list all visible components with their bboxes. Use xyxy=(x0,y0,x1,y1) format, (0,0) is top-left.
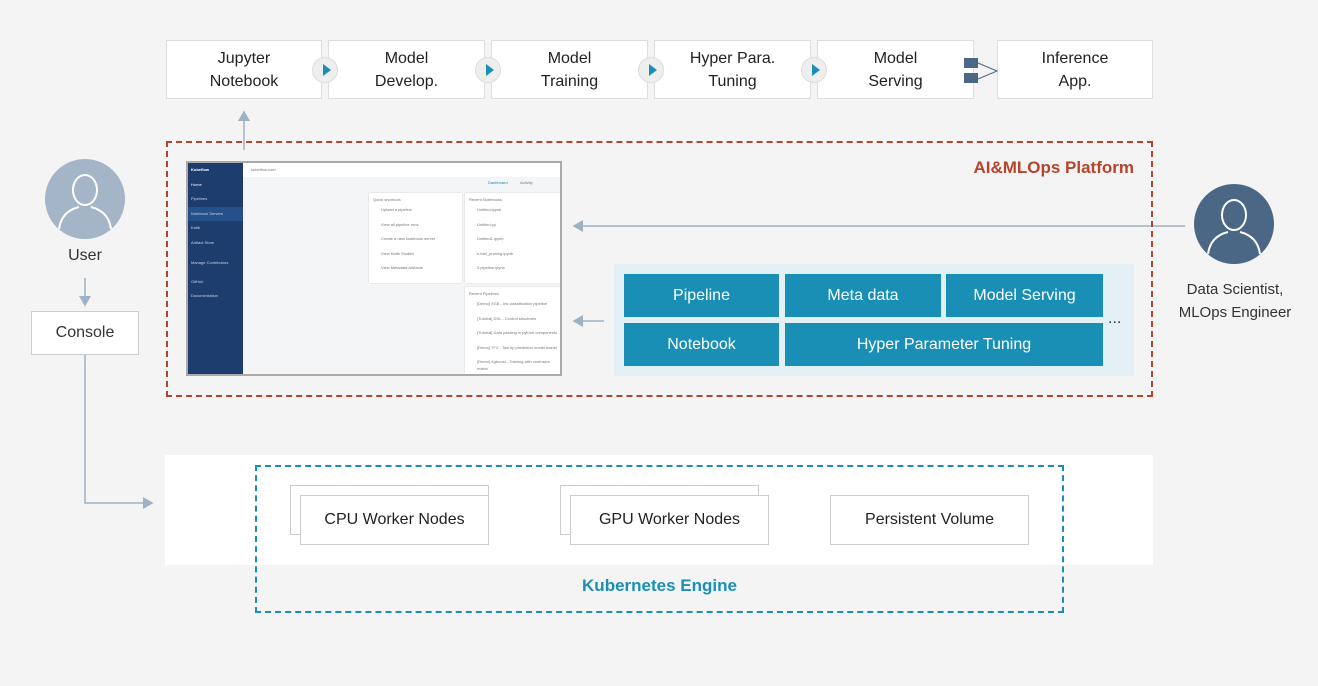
recent-pipelines-card: Recent Pipelines [Demo] XGB - Iris class… xyxy=(465,287,560,374)
nav-item: Notebook Servers xyxy=(188,206,243,221)
step-model-training: Model Training xyxy=(491,40,648,99)
console-box: Console xyxy=(31,311,139,355)
data-scientist-avatar-icon xyxy=(1194,184,1274,264)
nav-item: Documentation xyxy=(191,293,218,298)
user-avatar-icon xyxy=(45,159,125,239)
nav-item: Home xyxy=(191,181,202,187)
chevron-right-icon xyxy=(801,57,827,83)
platform-title: AI&MLOps Platform xyxy=(973,158,1134,177)
component-hyper-parameter-tuning: Hyper Parameter Tuning xyxy=(785,323,1103,366)
more-components: ... xyxy=(1108,310,1122,327)
component-model-serving: Model Serving xyxy=(946,274,1103,317)
nav-item: Artifact Store xyxy=(191,239,215,245)
nav-item: Katib xyxy=(191,225,201,230)
component-meta-data: Meta data xyxy=(785,274,941,317)
kubernetes-boundary xyxy=(255,465,1064,613)
chevron-right-icon xyxy=(312,57,338,83)
cpu-worker-nodes: CPU Worker Nodes xyxy=(300,495,489,545)
step-model-serving: Model Serving xyxy=(817,40,974,99)
nav-item: Manage Contributors xyxy=(191,260,229,265)
step-jupyter-notebook: Jupyter Notebook xyxy=(166,40,322,99)
user-label: User xyxy=(68,247,102,264)
connector-icon xyxy=(964,58,999,83)
nav-item: Pipelines xyxy=(191,196,208,201)
kubeflow-dashboard-screenshot: Kubeflow Home Pipelines Notebook Servers… xyxy=(186,161,562,376)
kubeflow-brand: Kubeflow xyxy=(191,167,209,172)
data-scientist-label: Data Scientist, MLOps Engineer xyxy=(1178,281,1292,321)
platform-boundary xyxy=(166,141,1153,397)
component-notebook: Notebook xyxy=(624,323,779,366)
kubernetes-title: Kubernetes Engine xyxy=(582,576,737,595)
chevron-right-icon xyxy=(475,57,501,83)
gpu-worker-nodes: GPU Worker Nodes xyxy=(570,495,769,545)
chevron-right-icon xyxy=(638,57,664,83)
step-inference-app: Inference App. xyxy=(997,40,1153,99)
nav-item: GitHub xyxy=(191,278,204,284)
step-hyper-para-tuning: Hyper Para. Tuning xyxy=(654,40,811,99)
namespace-selector: kubeflow-user xyxy=(243,163,560,177)
kubeflow-sidebar: Kubeflow Home Pipelines Notebook Servers… xyxy=(188,163,243,374)
tab-dashboard: Dashboard xyxy=(488,180,508,185)
tab-activity: Activity xyxy=(520,180,533,185)
persistent-volume: Persistent Volume xyxy=(830,495,1029,545)
component-pipeline: Pipeline xyxy=(624,274,779,317)
